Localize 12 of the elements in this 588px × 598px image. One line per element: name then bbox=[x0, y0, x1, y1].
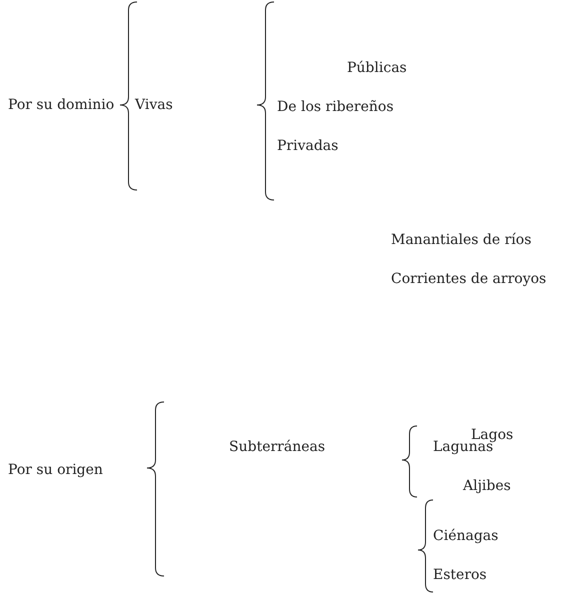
classification-label: Públicas bbox=[347, 59, 407, 77]
classification-label: Vivas bbox=[135, 96, 173, 114]
classification-label: De los ribereños bbox=[277, 98, 394, 116]
classification-label: Por su dominio bbox=[8, 96, 114, 114]
classification-label: Subterráneas bbox=[229, 438, 326, 456]
classification-label: Aljibes bbox=[463, 477, 511, 495]
classification-label: Manantiales de ríos bbox=[391, 231, 532, 249]
classification-label: Esteros bbox=[433, 566, 487, 584]
classification-label: Por su origen bbox=[8, 461, 103, 479]
classification-label: Ciénagas bbox=[433, 527, 498, 545]
classification-label: Corrientes de arroyos bbox=[391, 270, 546, 288]
classification-label: Privadas bbox=[277, 137, 338, 155]
